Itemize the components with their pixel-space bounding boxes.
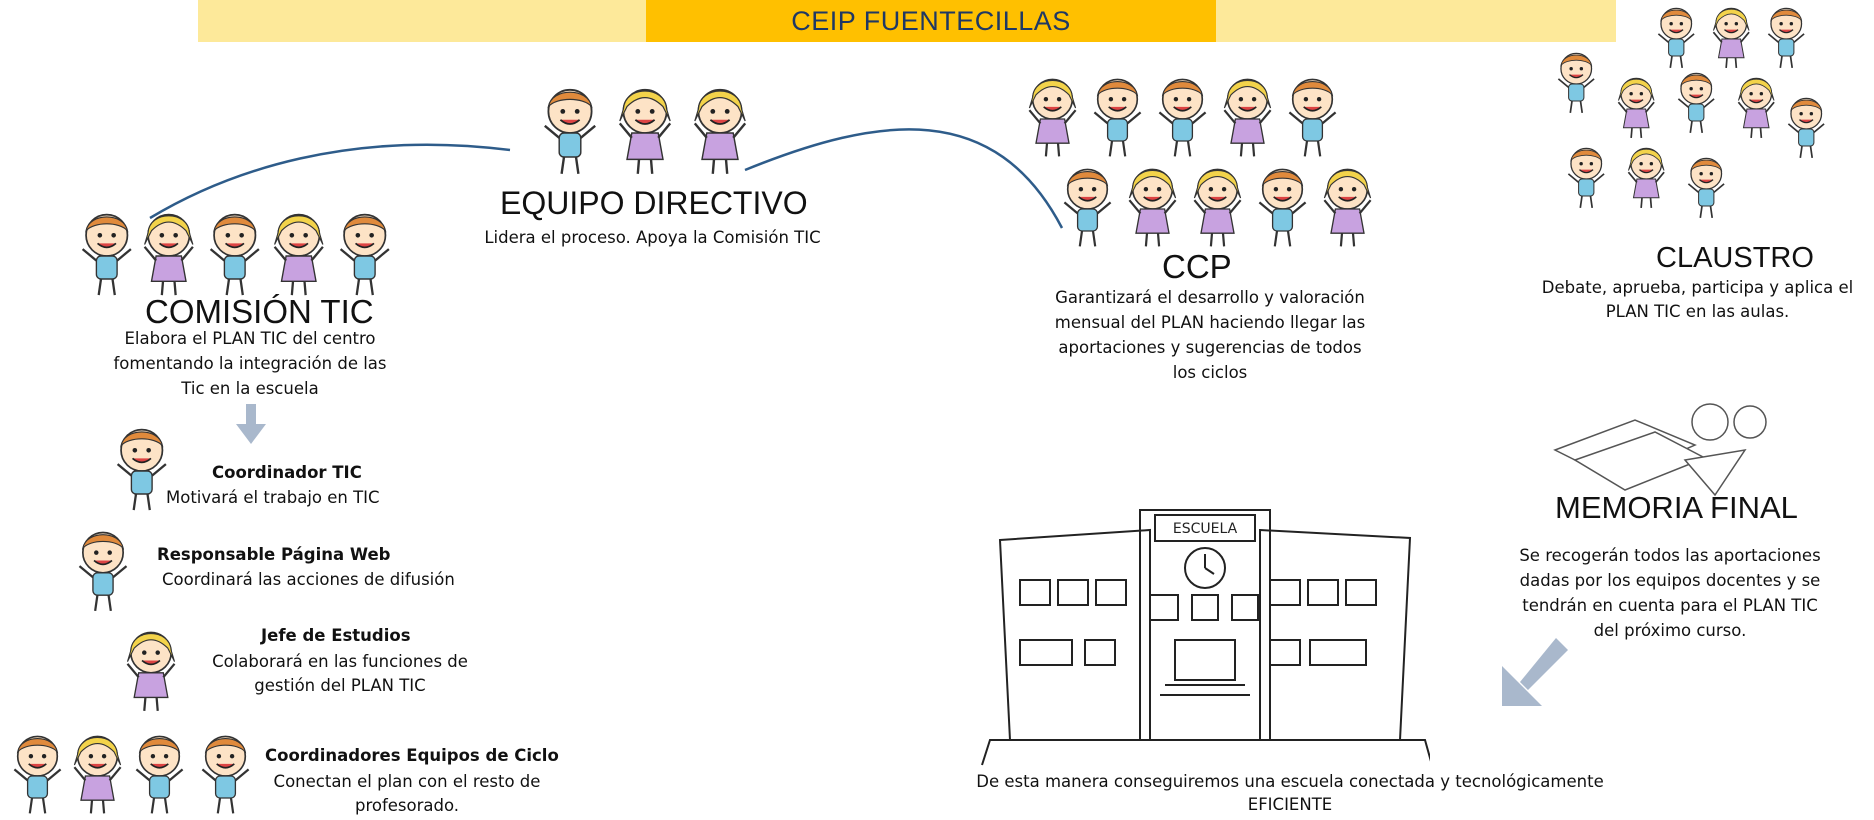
school-building-illustration: ESCUELA (981, 509, 1430, 766)
claustro-title: CLAUSTRO (1656, 242, 1814, 274)
comision-tic-children-illustration (81, 213, 391, 297)
role-jefe-estudios-description: Colaborará en las funciones de gestión d… (212, 652, 468, 695)
diagonal-arrow-icon (1502, 638, 1568, 706)
role-coordinadores-ciclo-title: Coordinadores Equipos de Ciclo (265, 746, 559, 765)
role-responsable-web-description: Coordinará las acciones de difusión (162, 570, 455, 589)
claustro-description: Debate, aprueba, participa y aplica el P… (1541, 278, 1854, 321)
down-arrow-icon (236, 404, 266, 444)
role-coordinador-tic-title: Coordinador TIC (212, 463, 362, 482)
school-sign: ESCUELA (1173, 521, 1238, 537)
jefe-estudios-child-illustration (126, 631, 176, 713)
role-jefe-estudios-title: Jefe de Estudios (261, 626, 411, 645)
equipo-directivo-description: Lidera el proceso. Apoya la Comisión TIC (484, 228, 821, 247)
ccp-description: Garantizará el desarrollo y valoración m… (1054, 288, 1366, 382)
ccp-title: CCP (1162, 248, 1232, 285)
role-coordinador-tic-description: Motivará el trabajo en TIC (166, 488, 380, 507)
comision-tic-description: Elabora el PLAN TIC del centro fomentand… (113, 329, 387, 398)
responsable-web-child-illustration (78, 531, 128, 613)
equipo-directivo-children-illustration (543, 88, 747, 176)
claustro-children-illustration (1557, 7, 1825, 219)
page-title: CEIP FUENTECILLAS (791, 5, 1071, 36)
coordinadores-ciclo-children-illustration (13, 735, 250, 815)
role-responsable-web-title: Responsable Página Web (157, 545, 391, 564)
ccp-children-illustration (1028, 78, 1372, 248)
role-coordinadores-ciclo-description: Conectan el plan con el resto de profeso… (273, 772, 541, 815)
conclusion-text: De esta manera conseguiremos una escuela… (976, 772, 1604, 814)
comision-tic-title: COMISIÓN TIC (145, 293, 374, 330)
memoria-final-description: Se recogerán todos las aportaciones dada… (1519, 546, 1821, 640)
title-banner-center: CEIP FUENTECILLAS (646, 0, 1216, 42)
papers-illustration (1553, 403, 1767, 497)
equipo-directivo-title: EQUIPO DIRECTIVO (500, 185, 808, 221)
memoria-final-title: MEMORIA FINAL (1555, 490, 1798, 525)
